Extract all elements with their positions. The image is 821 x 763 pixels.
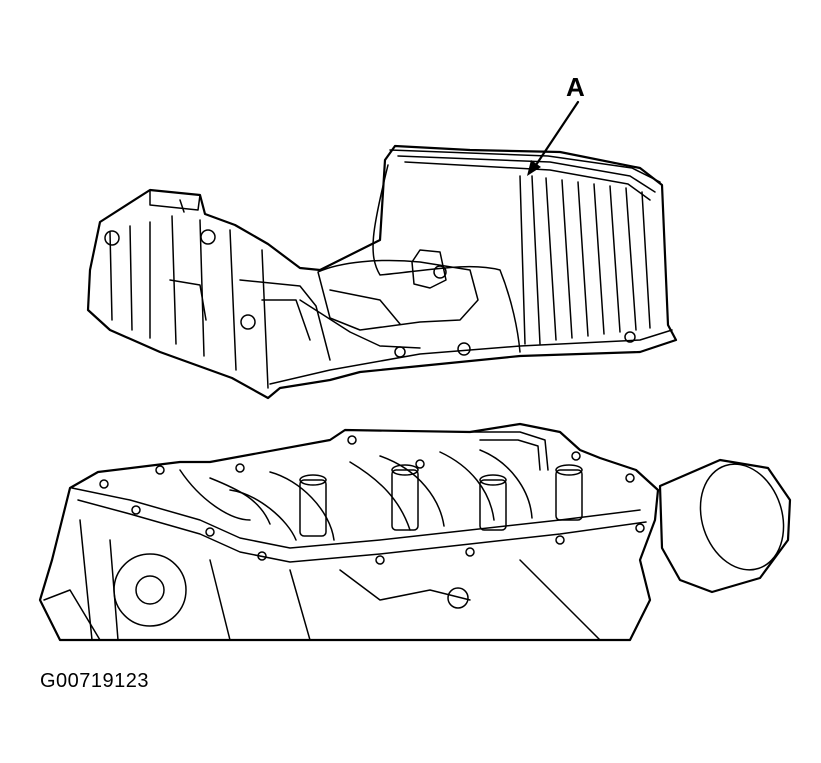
callout-label-a: A: [566, 72, 585, 102]
oil-filter: [658, 458, 792, 594]
figure-id: G00719123: [40, 670, 150, 692]
oil-pan: [86, 144, 678, 400]
callout-leader: [527, 100, 580, 176]
engine-block: [38, 422, 660, 642]
